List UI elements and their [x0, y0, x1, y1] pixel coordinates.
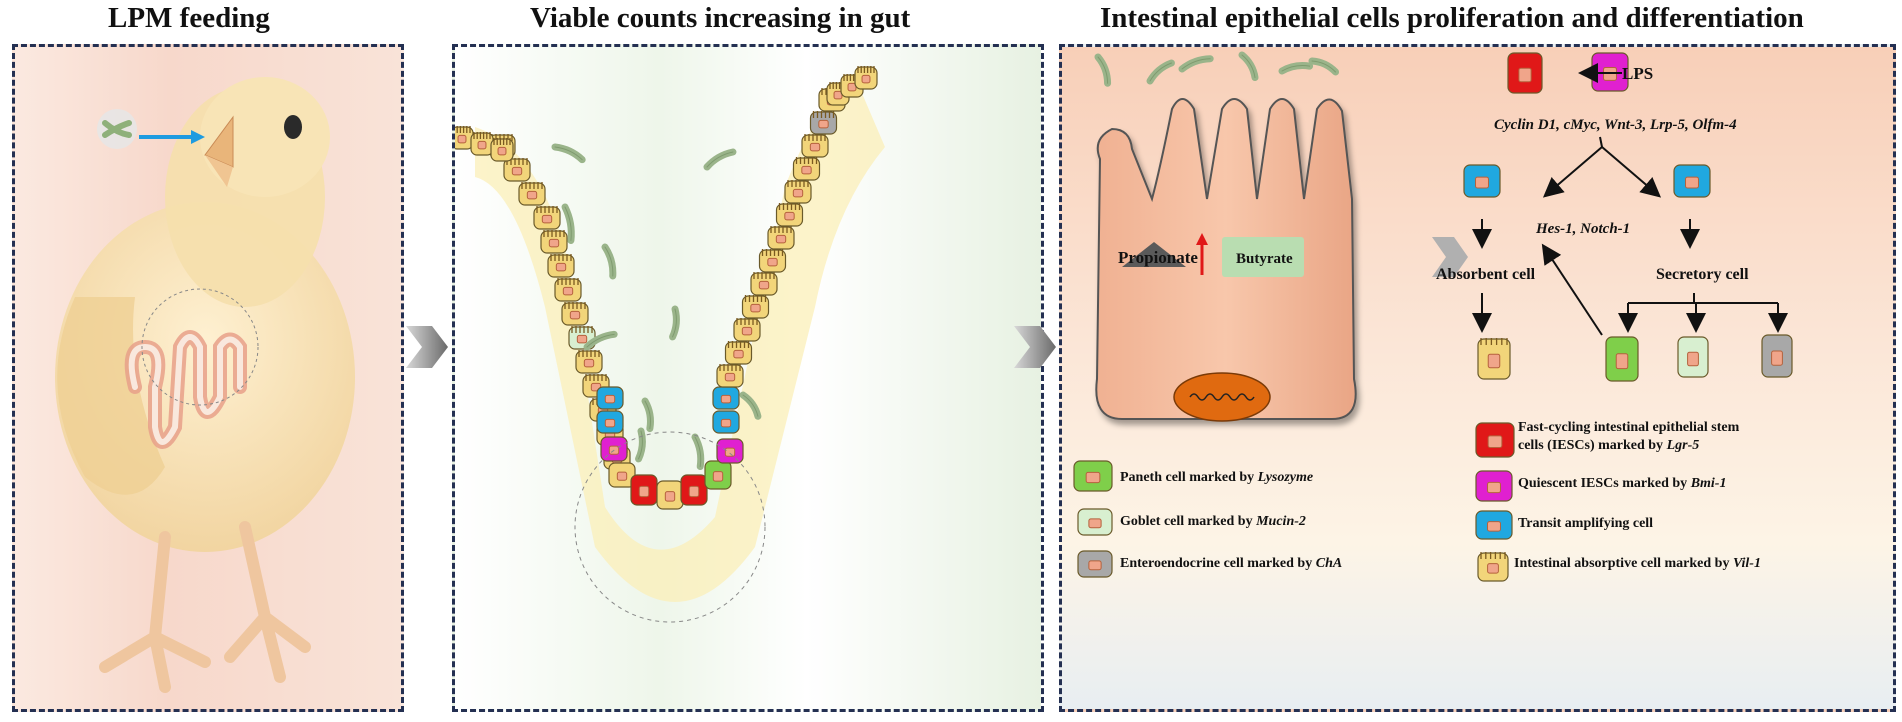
absorptive-cell	[801, 134, 829, 158]
bacteria-icon	[691, 433, 705, 471]
bacteria-icon	[583, 330, 618, 351]
legend-goblet-cell-icon	[1077, 508, 1113, 536]
bacteria-icon	[1094, 53, 1112, 87]
legend-stem-cell-icon	[1475, 422, 1515, 458]
enteroendocrine-cell	[1761, 334, 1793, 378]
stem-cell-red	[630, 474, 658, 506]
legend-enteroendocrine: Enteroendocrine cell marked by ChA	[1120, 556, 1342, 571]
lps-label: LPS	[1622, 64, 1653, 83]
absorptive-cell	[575, 350, 603, 374]
chevron-right-icon	[1014, 326, 1056, 368]
absorptive-cell	[518, 182, 546, 206]
absorptive-cell	[533, 206, 561, 230]
bacteria-icon	[1178, 55, 1214, 73]
villus-illustration: Propionate Butyrate LPS Cyclin D1, cMyc,…	[1073, 51, 1793, 582]
panel-viable-counts	[452, 44, 1044, 712]
butyrate-label: Butyrate	[1236, 251, 1293, 267]
panel-lpm-feeding	[12, 44, 404, 712]
absorptive-cell	[455, 126, 474, 150]
bacteria-icon	[641, 397, 654, 433]
absorptive-cell	[854, 66, 878, 90]
absorptive-cell	[561, 302, 589, 326]
goblet-cell	[1677, 336, 1709, 378]
bacteria-icon	[1278, 62, 1314, 75]
absorptive-cell	[490, 138, 514, 162]
absorptive-cell	[540, 230, 568, 254]
genes-mid-label: Hes-1, Notch-1	[1535, 221, 1630, 237]
transit-amplifying-cell	[712, 386, 740, 410]
quiescent-stem-cell	[600, 436, 628, 462]
legend-quiescent: Quiescent IESCs marked by Bmi-1	[1518, 476, 1726, 491]
absorptive-cell	[724, 341, 753, 365]
transit-amplifying-cell	[596, 386, 624, 410]
paneth-cell	[704, 460, 732, 490]
chick-illustration	[55, 77, 355, 693]
crypt-illustration	[455, 66, 885, 623]
legend-quiescent-cell-icon	[1475, 470, 1513, 502]
absorptive-cell	[470, 132, 494, 156]
legend-absorptive-cell-icon	[1477, 552, 1509, 582]
absorbent-cell-label: Absorbent cell	[1436, 266, 1536, 283]
panel3-title: Intestinal epithelial cells proliferatio…	[1100, 2, 1804, 34]
transit-amplifying-cell	[1673, 164, 1711, 198]
legend-goblet: Goblet cell marked by Mucin-2	[1120, 514, 1306, 529]
legend-paneth-cell-icon	[1073, 460, 1113, 492]
bacteria-icon	[561, 203, 575, 244]
chevron-right-icon	[1432, 237, 1468, 277]
chevron-right-icon	[406, 326, 448, 368]
transit-amplifying-cell	[596, 410, 624, 434]
bacteria-icon	[669, 305, 680, 341]
secretory-cell-label: Secretory cell	[1656, 266, 1749, 283]
absorptive-cell	[775, 203, 804, 227]
legend-transit-cell-icon	[1475, 510, 1513, 540]
bacteria-icon	[703, 148, 737, 171]
absorptive-cell	[784, 180, 812, 204]
propionate-label: Propionate	[1118, 248, 1198, 267]
paneth-cell	[1605, 336, 1639, 382]
absorptive-cell	[547, 254, 575, 278]
bacteria-icon	[551, 143, 586, 164]
bacteria-icon	[601, 243, 617, 280]
quiescent-stem-cell	[716, 438, 744, 464]
stem-cell-red	[680, 474, 708, 506]
legend-enteroendocrine-cell-icon	[1077, 550, 1113, 578]
panel2-title: Viable counts increasing in gut	[530, 2, 911, 34]
bacteria-icon	[1308, 57, 1340, 76]
absorptive-cell	[741, 295, 770, 319]
absorptive-cell	[792, 157, 821, 181]
bacteria-icon	[102, 120, 132, 138]
bacteria-icon	[1146, 59, 1175, 85]
absorptive-cell	[1477, 338, 1511, 380]
bacteria-icon	[1238, 51, 1259, 82]
dna-icon	[1189, 393, 1255, 401]
legend-fast-cycling-line2: cells (IESCs) marked by Lgr-5	[1518, 438, 1699, 453]
absorptive-cell	[767, 226, 795, 250]
legend-absorptive: Intestinal absorptive cell marked by Vil…	[1514, 556, 1761, 571]
absorptive-cell	[733, 318, 761, 342]
absorptive-cell	[758, 249, 787, 273]
legend-fast-cycling-line1: Fast-cycling intestinal epithelial stem	[1518, 420, 1740, 435]
transit-amplifying-cell	[1463, 164, 1501, 198]
panel-proliferation: Propionate Butyrate LPS Cyclin D1, cMyc,…	[1059, 44, 1896, 712]
stem-cell-red	[1507, 52, 1543, 94]
absorptive-cell	[554, 278, 582, 302]
bacteria-icon	[739, 391, 762, 420]
panel1-title: LPM feeding	[108, 2, 270, 34]
absorptive-cell	[716, 364, 744, 388]
absorptive-cell	[656, 480, 684, 510]
genes-top-label: Cyclin D1, cMyc, Wnt-3, Lrp-5, Olfm-4	[1494, 117, 1737, 133]
enteroendocrine-cell	[809, 111, 838, 135]
legend-transit: Transit amplifying cell	[1518, 516, 1653, 531]
bacteria-icon	[635, 427, 646, 463]
legend-paneth: Paneth cell marked by Lysozyme	[1120, 470, 1313, 485]
transit-amplifying-cell	[712, 410, 740, 434]
absorptive-cell	[750, 272, 778, 296]
